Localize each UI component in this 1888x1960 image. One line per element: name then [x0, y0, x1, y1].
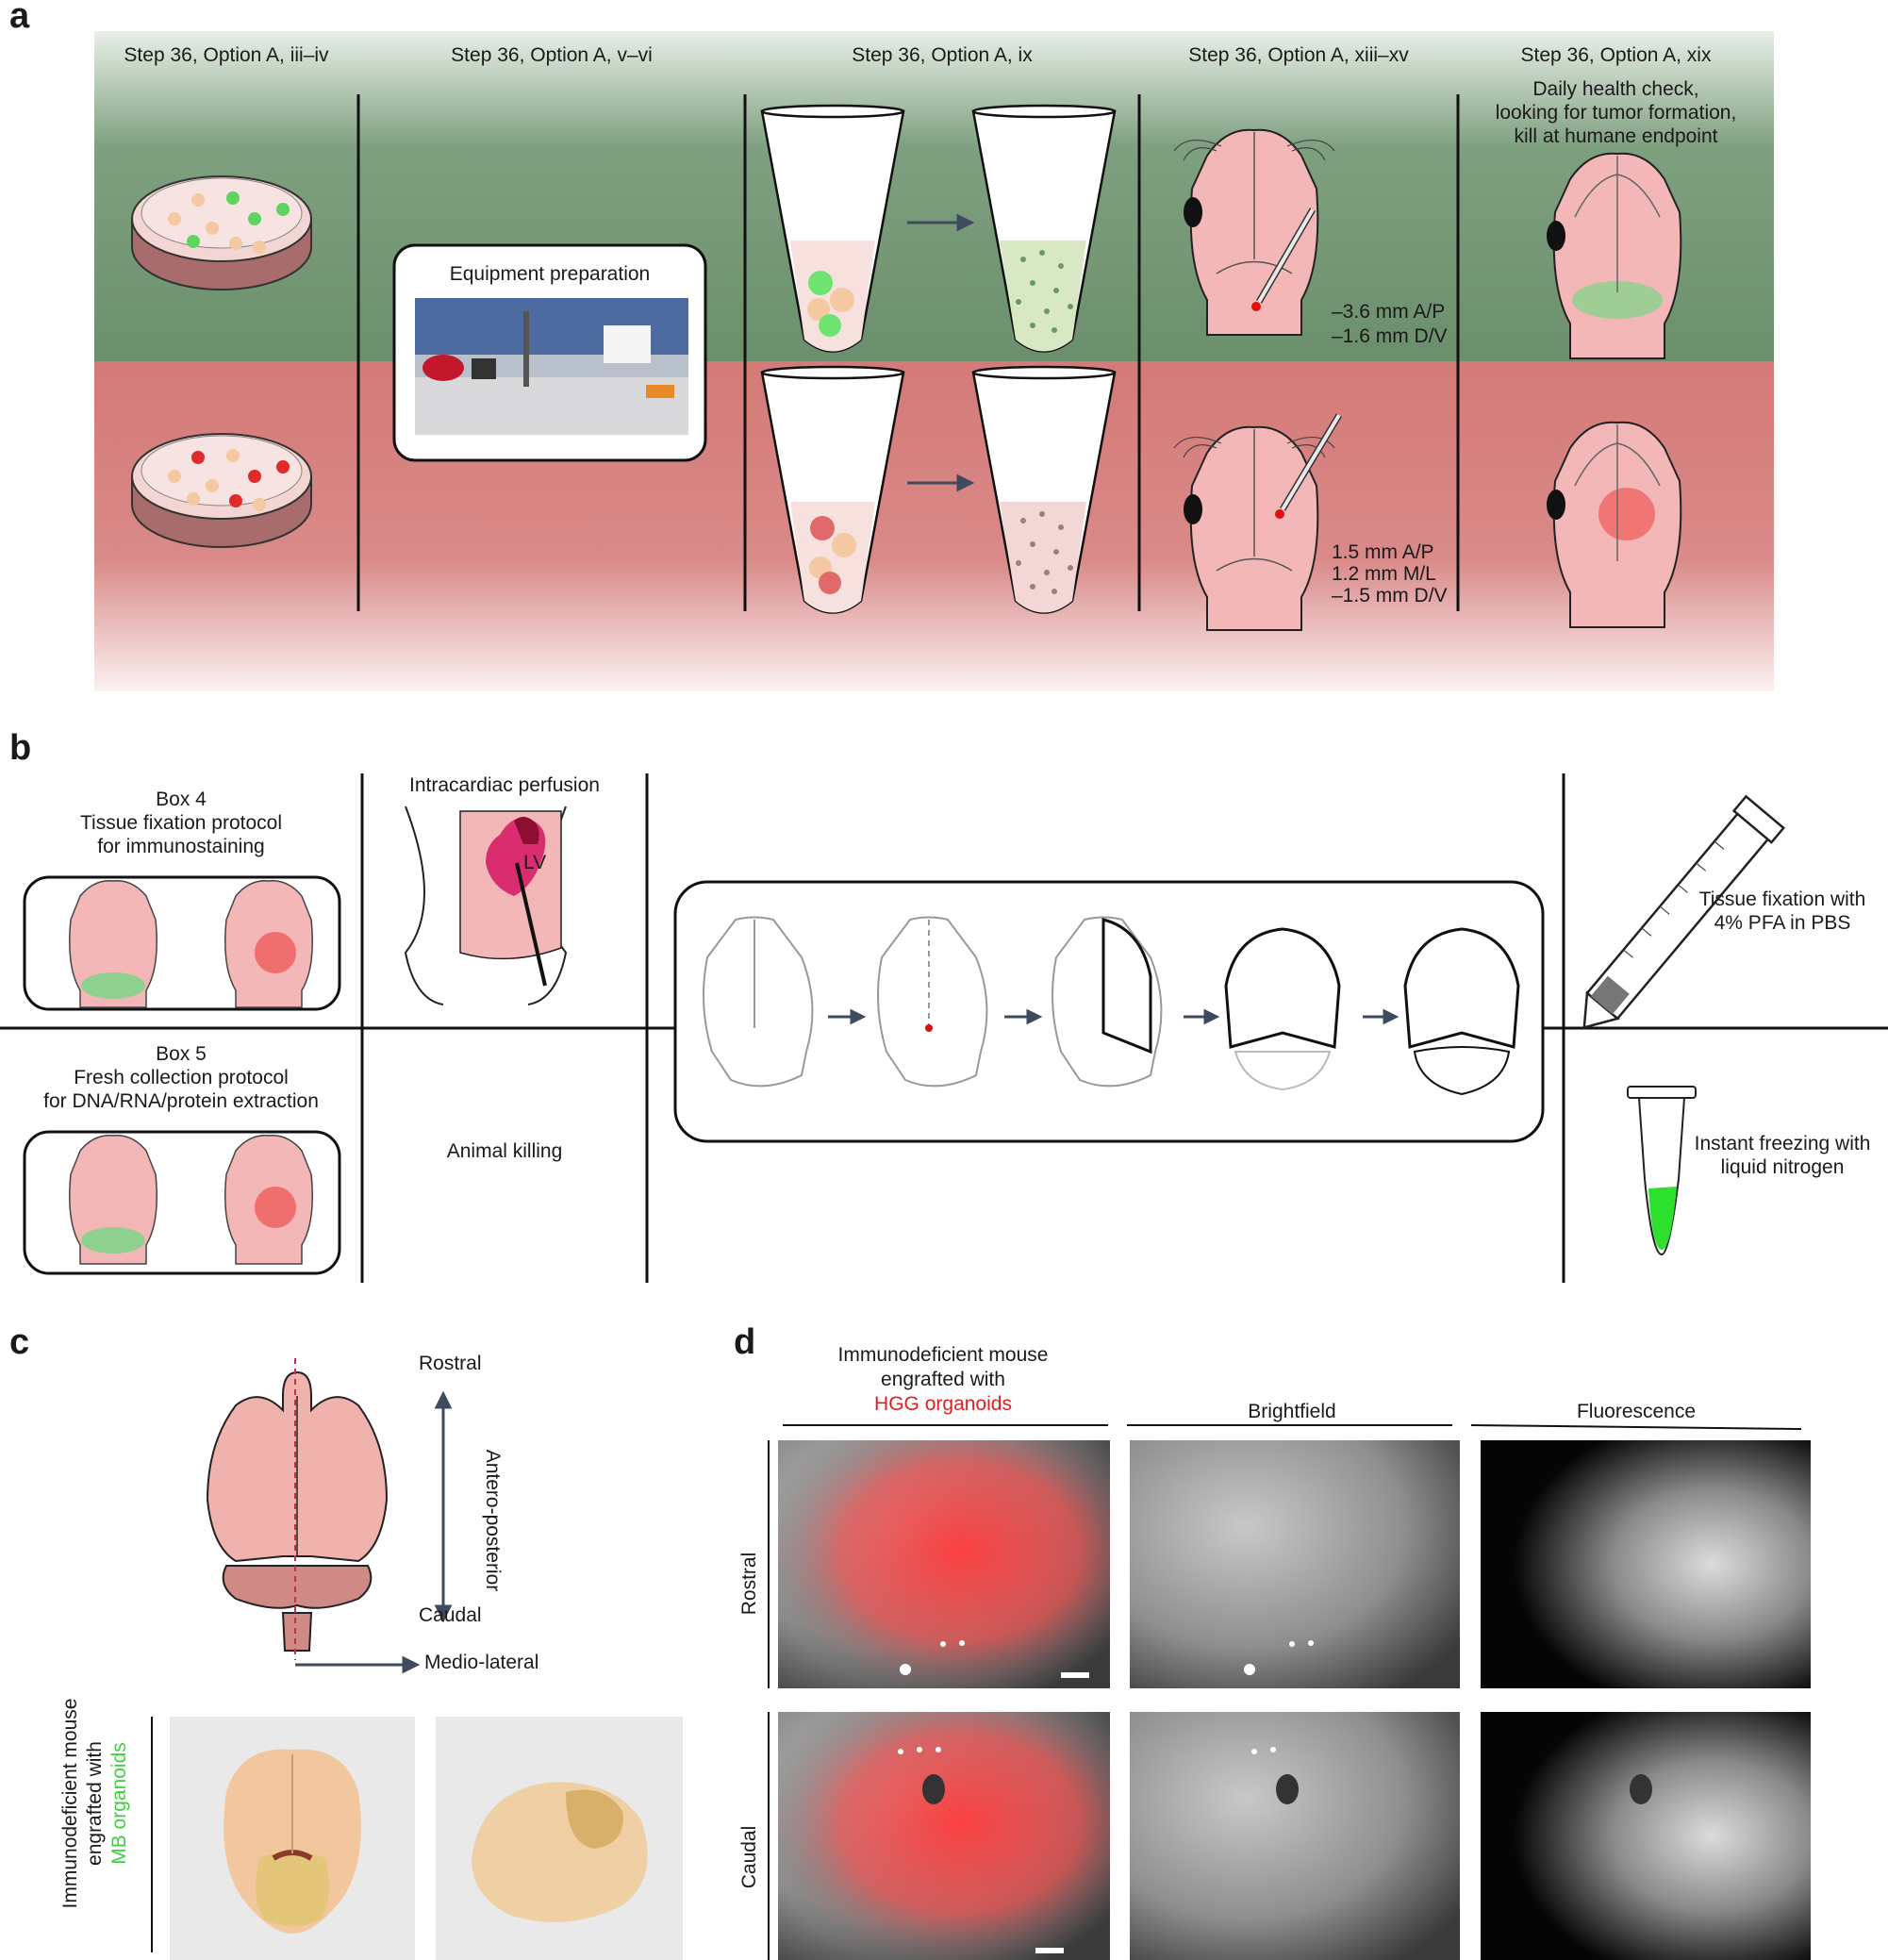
- petri-dish-red-icon: [131, 433, 312, 548]
- step-label-4: Step 36, Option A, xiii–xv: [1188, 44, 1409, 66]
- mouse-head-box5-icons: [69, 1135, 313, 1265]
- box4-line-3: for immunostaining: [97, 836, 265, 857]
- box5-line-1: Box 5: [156, 1043, 207, 1065]
- tube-green-dissociated-icon: [971, 104, 1117, 353]
- panel-d-figure: [768, 1424, 1811, 1960]
- tube-red-organoids-icon: [760, 365, 905, 614]
- hgg-caudal-image: [778, 1712, 1110, 1960]
- equipment-photo: [415, 298, 688, 435]
- brightfield-caudal-image: [1130, 1712, 1460, 1960]
- antero-posterior-label: Antero-posterior: [482, 1449, 504, 1592]
- box5-line-3: for DNA/RNA/protein extraction: [43, 1090, 319, 1112]
- eppendorf-tube-icon: [1627, 1086, 1697, 1256]
- mb-mouse-line-2: engrafted with: [84, 1741, 106, 1866]
- panel-a-letter: a: [9, 0, 30, 36]
- dissection-arrow-icons: [828, 1008, 1399, 1025]
- mb-mouse-line-3: MB organoids: [108, 1742, 130, 1865]
- step-label-3: Step 36, Option A, ix: [852, 44, 1033, 66]
- brain-schematic-icon: [206, 1358, 389, 1660]
- box4-line-1: Box 4: [156, 789, 207, 810]
- freezing-line-1: Instant freezing with: [1694, 1133, 1871, 1154]
- step-label-1: Step 36, Option A, iii–iv: [124, 44, 329, 66]
- coords-bot-ml: 1.2 mm M/L: [1332, 563, 1436, 585]
- caudal-row-label: Caudal: [738, 1825, 760, 1889]
- coords-top-ap: –3.6 mm A/P: [1332, 301, 1446, 323]
- hgg-rostral-image: [778, 1440, 1110, 1688]
- panel-d-letter: d: [734, 1322, 756, 1362]
- freezing-line-2: liquid nitrogen: [1720, 1156, 1845, 1178]
- fluorescence-label: Fluorescence: [1576, 1401, 1697, 1422]
- hgg-mouse-line-3: HGG organoids: [874, 1393, 1012, 1415]
- green-band: [94, 31, 1774, 361]
- panel-c-letter: c: [9, 1322, 30, 1362]
- arrow-icon: [907, 213, 975, 492]
- box5-line-2: Fresh collection protocol: [74, 1067, 289, 1088]
- fixation-line-1: Tissue fixation with: [1698, 889, 1866, 910]
- lv-label: LV: [523, 852, 547, 873]
- brain-photo-dorsal: [170, 1717, 415, 1960]
- tube-green-organoids-icon: [760, 104, 905, 353]
- step-label-2: Step 36, Option A, v–vi: [451, 44, 653, 66]
- mouse-head-injection-bottom-icon: [1173, 413, 1343, 631]
- perfusion-label: Intracardiac perfusion: [409, 774, 600, 796]
- step-label-5: Step 36, Option A, xix: [1520, 44, 1712, 66]
- fluorescence-caudal-image: [1481, 1712, 1811, 1960]
- rostral-label: Rostral: [419, 1353, 482, 1374]
- rostral-row-label: Rostral: [738, 1552, 760, 1616]
- health-check-line-2: looking for tumor formation,: [1495, 102, 1737, 124]
- panel-b-letter: b: [9, 728, 32, 768]
- red-band: [94, 361, 1774, 691]
- coords-bot-dv: –1.5 mm D/V: [1332, 585, 1448, 606]
- tube-red-dissociated-icon: [971, 365, 1117, 614]
- mouse-head-box4-icons: [69, 880, 313, 1008]
- falcon-tube-icon: [1582, 794, 1786, 1030]
- fluorescence-rostral-image: [1481, 1440, 1811, 1688]
- animal-killing-label: Animal killing: [446, 1140, 563, 1162]
- equipment-label: Equipment preparation: [449, 263, 651, 285]
- fixation-line-2: 4% PFA in PBS: [1714, 912, 1851, 934]
- mb-mouse-line-1: Immunodeficient mouse: [59, 1698, 81, 1909]
- petri-dish-green-icon: [131, 175, 312, 291]
- brightfield-label: Brightfield: [1248, 1401, 1336, 1422]
- health-check-line-3: kill at humane endpoint: [1514, 125, 1718, 147]
- mouse-head-injection-top-icon: [1173, 128, 1335, 336]
- brightfield-rostral-image: [1130, 1440, 1460, 1688]
- medio-lateral-label: Medio-lateral: [424, 1652, 539, 1673]
- health-check-line-1: Daily health check,: [1532, 78, 1699, 100]
- axis-arrows-icon: [295, 1390, 453, 1674]
- panel-a-figure: [94, 31, 1774, 691]
- panel-b-figure: [0, 773, 1888, 1283]
- hgg-mouse-line-2: engrafted with: [881, 1369, 1005, 1390]
- dissection-steps-icons: [703, 916, 1520, 1096]
- caudal-label: Caudal: [419, 1604, 482, 1626]
- mouse-head-tumor-bottom-icon: [1547, 421, 1682, 628]
- coords-top-dv: –1.6 mm D/V: [1332, 325, 1448, 347]
- hgg-mouse-line-1: Immunodeficient mouse: [837, 1344, 1049, 1366]
- coords-bot-ap: 1.5 mm A/P: [1332, 541, 1434, 563]
- brain-photo-lateral: [436, 1717, 683, 1960]
- panel-c-figure: [151, 1358, 683, 1960]
- mouse-head-tumor-top-icon: [1547, 152, 1682, 359]
- box4-line-2: Tissue fixation protocol: [80, 812, 282, 834]
- intracardiac-perfusion-icon: [404, 806, 568, 1005]
